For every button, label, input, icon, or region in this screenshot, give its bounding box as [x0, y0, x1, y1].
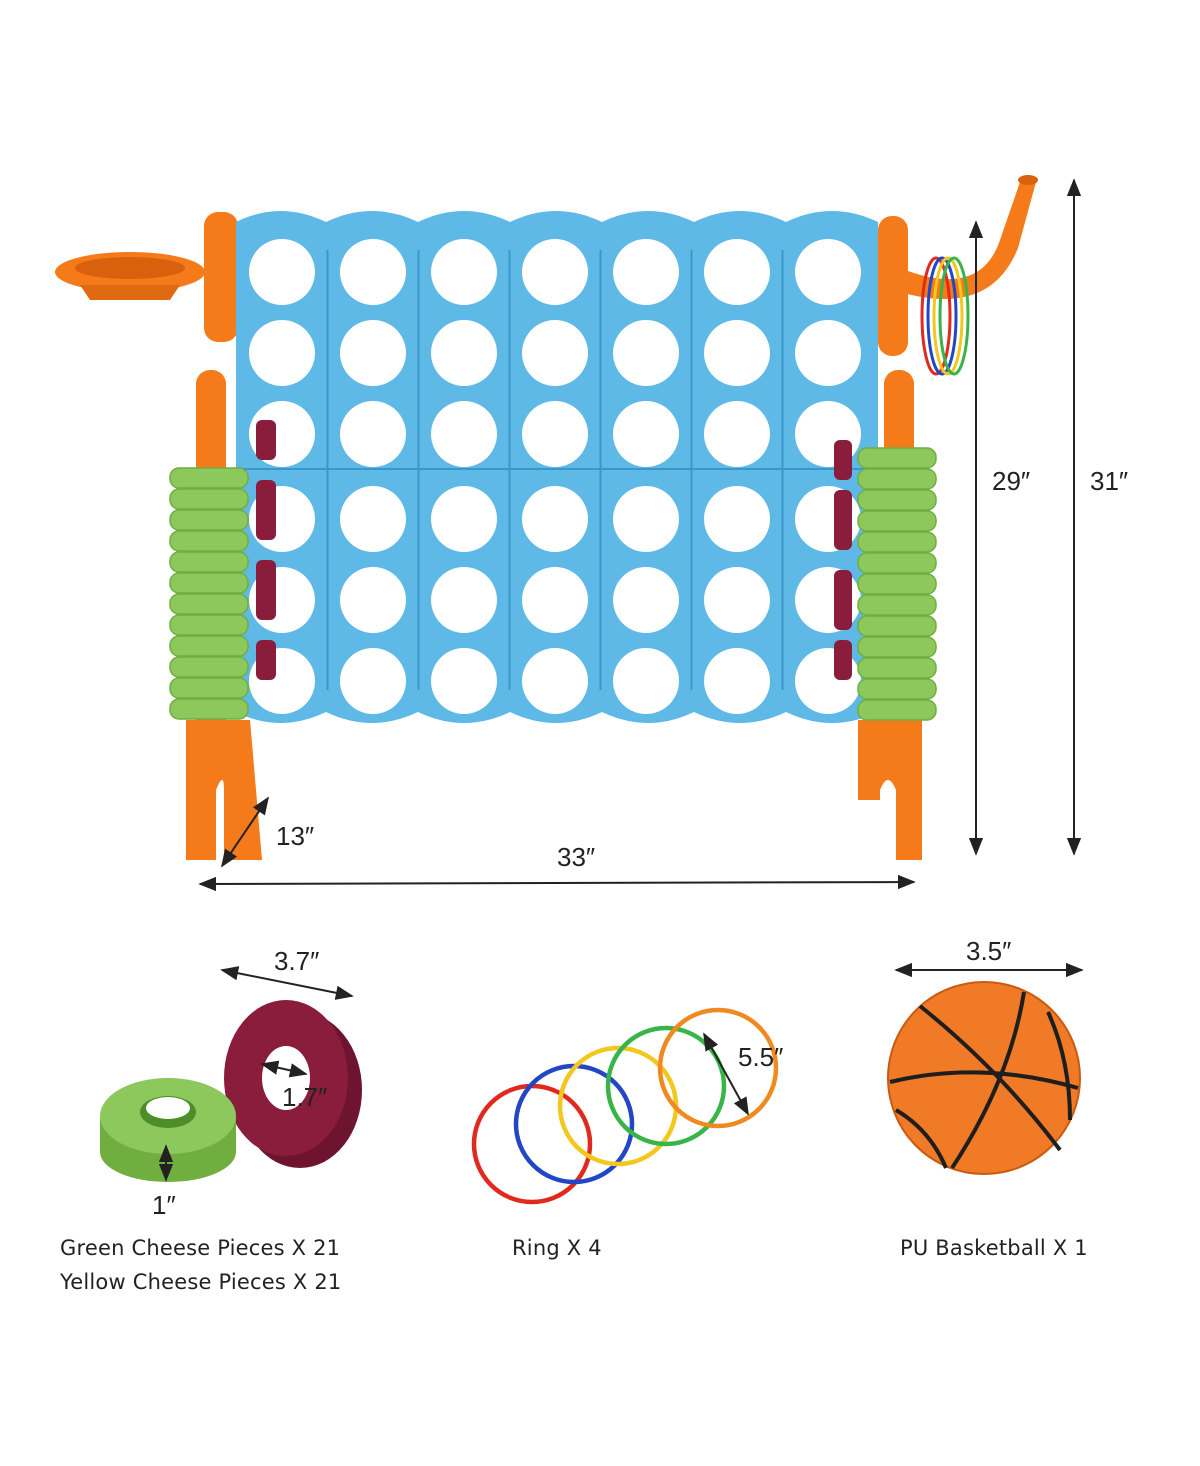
green-piece — [857, 573, 937, 595]
board-hole — [704, 320, 770, 386]
game-frame — [55, 175, 1038, 860]
green-piece — [857, 678, 937, 700]
basketball-caption: PU Basketball X 1 — [900, 1236, 1088, 1260]
dimension-width: 33″ — [198, 842, 916, 892]
piece-hole-label: 1.7″ — [282, 1082, 327, 1112]
board-hole — [340, 567, 406, 633]
board-hole — [522, 486, 588, 552]
board-hole — [613, 567, 679, 633]
board-hole — [340, 320, 406, 386]
board-hole — [522, 648, 588, 714]
ball-diameter-label: 3.5″ — [966, 936, 1011, 966]
board-hole — [613, 648, 679, 714]
width-label: 33″ — [557, 842, 595, 872]
board-hole — [431, 239, 497, 305]
green-piece — [857, 699, 937, 721]
board-hole — [795, 239, 861, 305]
green-piece — [857, 489, 937, 511]
red-pieces-behind — [256, 420, 852, 680]
green-piece — [857, 468, 937, 490]
total-height-label: 31″ — [1090, 466, 1128, 496]
board-hole — [522, 320, 588, 386]
board-hole — [704, 239, 770, 305]
red-cheese-piece — [224, 1000, 362, 1168]
board-hole — [522, 567, 588, 633]
green-piece — [169, 677, 249, 699]
hanging-rings — [920, 256, 970, 376]
board-height-label: 29″ — [992, 466, 1030, 496]
board-hole — [249, 320, 315, 386]
piece-thickness-label: 1″ — [152, 1190, 176, 1220]
board-hole — [613, 239, 679, 305]
basketball — [887, 981, 1081, 1175]
green-piece — [169, 530, 249, 552]
board-hole — [613, 486, 679, 552]
board-hole — [795, 320, 861, 386]
green-piece — [169, 488, 249, 510]
board-hole — [431, 320, 497, 386]
board-hole — [340, 239, 406, 305]
green-piece — [857, 552, 937, 574]
green-piece — [169, 635, 249, 657]
dimension-total-height: 31″ — [1066, 178, 1128, 856]
green-piece — [857, 447, 937, 469]
green-piece-stack-right — [857, 447, 937, 721]
green-piece — [169, 698, 249, 720]
piece-diameter-label: 3.7″ — [274, 946, 319, 976]
green-piece — [857, 657, 937, 679]
board-hole — [340, 401, 406, 467]
board-hole — [431, 486, 497, 552]
board-hole — [704, 401, 770, 467]
board-hole — [704, 567, 770, 633]
green-piece — [169, 467, 249, 489]
green-pieces-caption: Green Cheese Pieces X 21 — [60, 1236, 341, 1260]
yellow-pieces-caption: Yellow Cheese Pieces X 21 — [60, 1270, 342, 1294]
ring-diameter-label: 5.5″ — [738, 1042, 783, 1072]
board-hole — [613, 401, 679, 467]
board-hole — [704, 648, 770, 714]
cheese-pieces: 3.7″ 1.7″ 1″ — [100, 946, 362, 1220]
green-piece — [169, 614, 249, 636]
green-piece-stack-left — [169, 467, 249, 720]
depth-label: 13″ — [276, 821, 314, 851]
green-piece — [857, 531, 937, 553]
green-piece — [169, 572, 249, 594]
board-hole — [431, 401, 497, 467]
board-hole — [613, 320, 679, 386]
board-hole — [522, 401, 588, 467]
green-piece — [857, 615, 937, 637]
board-holes — [249, 239, 861, 714]
board-hole — [431, 567, 497, 633]
dimension-board-height: 29″ — [968, 220, 1030, 856]
board-hole — [431, 648, 497, 714]
board-hole — [704, 486, 770, 552]
basketball-hoop — [55, 252, 205, 300]
green-piece — [169, 593, 249, 615]
rings-caption: Ring X 4 — [512, 1236, 602, 1260]
board-hole — [340, 486, 406, 552]
green-piece — [169, 509, 249, 531]
board-hole — [522, 239, 588, 305]
green-piece — [857, 510, 937, 532]
toss-rings — [471, 1007, 779, 1205]
green-piece — [169, 656, 249, 678]
green-cheese-piece — [100, 1078, 236, 1182]
green-piece — [857, 594, 937, 616]
board-hole — [340, 648, 406, 714]
green-piece — [169, 551, 249, 573]
green-piece — [857, 636, 937, 658]
toss-ring — [657, 1007, 779, 1129]
dimension-depth: 13″ — [220, 796, 314, 868]
board-hole — [249, 239, 315, 305]
